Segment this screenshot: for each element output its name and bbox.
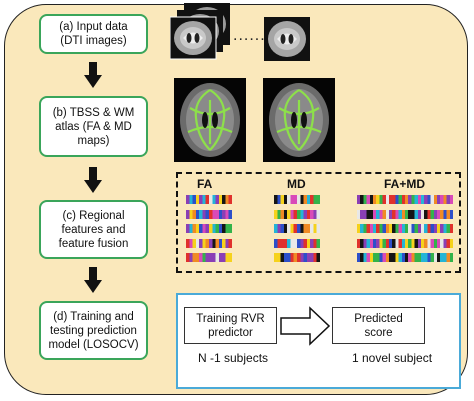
feature-bar-fa-2 <box>186 210 232 219</box>
feature-bar-fa-md-5 <box>357 253 453 262</box>
step-tbss-atlas: (b) TBSS & WM atlas (FA & MD maps) <box>39 96 148 157</box>
feature-bar-fa-md-1 <box>357 195 453 204</box>
step-training-testing: (d) Training and testing prediction mode… <box>39 301 148 360</box>
dti-image-last <box>264 17 310 61</box>
ellipsis: ...... <box>233 27 266 44</box>
feature-bar-md-2 <box>274 210 320 219</box>
feature-bar-fa-5 <box>186 253 232 262</box>
feature-bar-fa-md-4 <box>357 239 453 248</box>
feature-vectors-box <box>176 172 461 273</box>
train-subjects-label: N -1 subjects <box>198 351 269 365</box>
feature-bar-fa-1 <box>186 195 232 204</box>
feature-bar-md-3 <box>274 224 320 233</box>
column-label-fa: FA <box>197 177 213 191</box>
down-arrow-3 <box>84 267 102 293</box>
feature-bar-fa-md-3 <box>357 224 453 233</box>
feature-bar-md-1 <box>274 195 320 204</box>
test-subject-label: 1 novel subject <box>352 351 433 365</box>
feature-bar-md-4 <box>274 239 320 248</box>
feature-bar-fa-md-2 <box>357 210 453 219</box>
feature-bar-md-5 <box>274 253 320 262</box>
feature-bar-fa-4 <box>186 239 232 248</box>
predicted-score-box: Predicted score <box>332 307 425 344</box>
dti-image-stack <box>170 3 230 60</box>
md-skeleton-map <box>263 78 335 162</box>
right-arrow <box>280 306 330 346</box>
step-regional-features: (c) Regional features and feature fusion <box>39 200 148 259</box>
down-arrow-1 <box>84 62 102 88</box>
step-input-data: (a) Input data (DTI images) <box>39 14 148 54</box>
down-arrow-2 <box>84 167 102 193</box>
training-rvr-predictor-box: Training RVR predictor <box>184 307 277 344</box>
fa-skeleton-map <box>174 78 246 162</box>
feature-bar-fa-3 <box>186 224 232 233</box>
column-label-fa-md: FA+MD <box>384 177 426 191</box>
column-label-md: MD <box>287 177 306 191</box>
